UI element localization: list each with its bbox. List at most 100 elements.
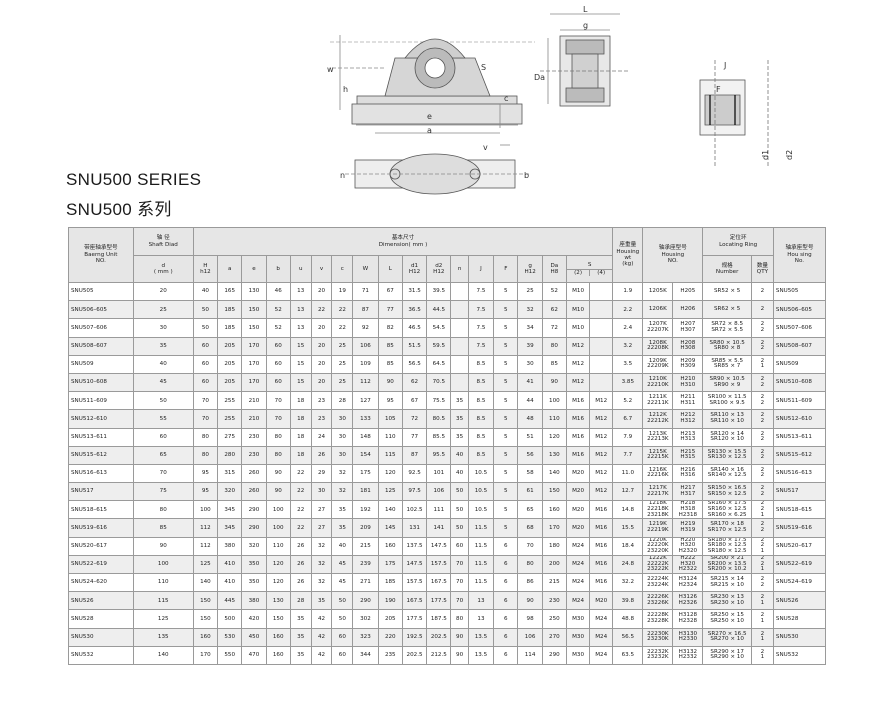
cell-dim: 125 bbox=[192, 554, 219, 575]
cell-dim: 20 bbox=[310, 372, 333, 393]
cell-dim: 5 bbox=[493, 445, 519, 465]
cell-dim: 150 bbox=[265, 609, 291, 629]
cell-weight: 2.2 bbox=[612, 300, 644, 320]
cell-dim: 50 bbox=[450, 518, 469, 538]
cell-dim: 185 bbox=[217, 300, 243, 320]
side-label-l: L bbox=[583, 5, 588, 14]
cell-dim: 32 bbox=[310, 554, 333, 575]
cell-dim: 87 bbox=[401, 445, 428, 465]
cell-s4: M16 bbox=[589, 536, 614, 556]
cell-dim: 212.5 bbox=[426, 645, 452, 665]
cell-s4: M16 bbox=[589, 572, 614, 593]
cell-s2: M20 bbox=[565, 463, 591, 484]
cell-dim: 130 bbox=[241, 281, 267, 302]
cell-dim: 5 bbox=[493, 354, 519, 374]
cell-dim: 202.5 bbox=[401, 645, 428, 665]
cell-dim: 235 bbox=[377, 645, 403, 665]
cell-dim: 11.5 bbox=[467, 536, 495, 556]
cell-s4: M12 bbox=[589, 445, 614, 465]
cell-shaft-d: 125 bbox=[132, 609, 194, 629]
cell-dim: 275 bbox=[217, 427, 243, 447]
cell-s2: M16 bbox=[565, 427, 591, 447]
cell-dim: 95 bbox=[192, 463, 219, 484]
header-dim-1: a bbox=[217, 255, 243, 283]
cell-dim: 80 bbox=[265, 427, 291, 447]
cell-dim: 80 bbox=[265, 445, 291, 465]
cell-s2: M12 bbox=[565, 354, 591, 374]
cell-dim: 35 bbox=[310, 591, 333, 611]
cell-dim: 72 bbox=[541, 318, 568, 338]
cell-dim: 120 bbox=[541, 427, 568, 447]
cell-dim: 302 bbox=[352, 609, 379, 629]
cell-unit: SNU516–613 bbox=[68, 463, 134, 484]
cell-dim: 13 bbox=[289, 318, 312, 338]
cell-dim: 18 bbox=[289, 445, 312, 465]
cell-dim: 102.5 bbox=[401, 500, 428, 520]
cell-dim: 150 bbox=[241, 318, 267, 338]
cell-dim: 24 bbox=[310, 427, 333, 447]
cell-dim: 112 bbox=[352, 372, 379, 393]
cell-shaft-d: 90 bbox=[132, 536, 194, 556]
cell-dim: 127 bbox=[352, 391, 379, 411]
cell-dim: 25 bbox=[331, 354, 354, 374]
cell-dim: 8.5 bbox=[467, 445, 495, 465]
cell-dim: 5 bbox=[493, 391, 519, 411]
cell-dim: 140 bbox=[541, 463, 568, 484]
cell-s2: M10 bbox=[565, 318, 591, 338]
cell-housing-no: SNU507–606 bbox=[772, 318, 827, 338]
cell-dim: 44.5 bbox=[426, 300, 452, 320]
cell-dim: 345 bbox=[217, 500, 243, 520]
cell-s2: M12 bbox=[565, 336, 591, 356]
cell-weight: 2.4 bbox=[612, 318, 644, 338]
cell-dim: 90 bbox=[517, 591, 543, 611]
cell-dim: 71 bbox=[352, 281, 379, 302]
cell-dim: 5 bbox=[493, 482, 519, 502]
cell-dim: 5 bbox=[493, 500, 519, 520]
cell-dim: 10.5 bbox=[467, 463, 495, 484]
cell-unit: SNU510–608 bbox=[68, 372, 134, 393]
cell-dim: 25 bbox=[517, 281, 543, 302]
cell-unit: SNU528 bbox=[68, 609, 134, 629]
cell-dim: 13.5 bbox=[467, 645, 495, 665]
cell-dim: 31.5 bbox=[401, 281, 428, 302]
cell-dim: 35 bbox=[289, 609, 312, 629]
cell-dim: 154 bbox=[352, 445, 379, 465]
technical-drawings: w h S c e a L g Da v n b J F bbox=[327, 5, 794, 195]
header-dim-12: J bbox=[467, 255, 495, 283]
cell-s2: M16 bbox=[565, 445, 591, 465]
cell-dim: 6 bbox=[493, 572, 519, 593]
cell-dim: 106 bbox=[426, 482, 452, 502]
series-title-cn: SNU500 系列 bbox=[66, 200, 172, 219]
cell-dim: 175 bbox=[377, 554, 403, 575]
cell-dim: 380 bbox=[241, 591, 267, 611]
cell-dim: 26 bbox=[310, 445, 333, 465]
cell-dim: 11.5 bbox=[467, 518, 495, 538]
cell-dim: 315 bbox=[217, 463, 243, 484]
cell-dim: 180 bbox=[541, 536, 568, 556]
cell-dim: 60 bbox=[450, 536, 469, 556]
cell-dim: 87 bbox=[352, 300, 379, 320]
cell-dim: 26 bbox=[289, 554, 312, 575]
cell-dim: 181 bbox=[352, 482, 379, 502]
cell-dim: 50 bbox=[331, 591, 354, 611]
